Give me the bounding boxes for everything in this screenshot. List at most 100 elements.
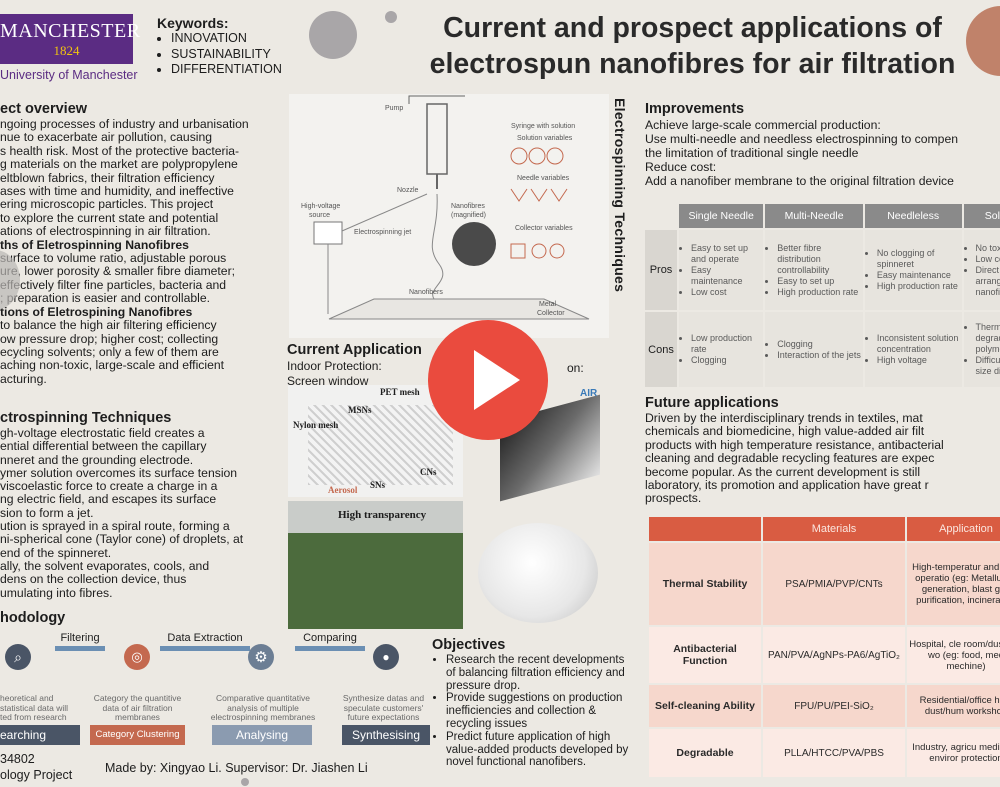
overview-line: ngoing processes of industry and urbanis… [0,118,249,131]
diagram-hv-label-2: source [309,212,330,219]
step-desc-line: ted from research [0,712,67,722]
cell-item: Inconsistent solution concentration [877,333,961,355]
technique-line: ally, the solvent evaporates, cools, and [0,559,210,573]
cell-item: Easy to set up [777,276,862,287]
step-desc-line: electrospinning membranes [210,712,316,722]
logo-subtitle: University of Manchester [0,68,138,82]
footer-id: 34802 [0,752,35,766]
future-line: laboratory, its promotion and applicatio… [645,479,929,493]
keyword-item: DIFFERENTIATION [171,62,302,78]
arrow-data-extraction: Data Extraction [160,632,250,651]
cell-item: Low cost [691,287,762,298]
cell-item: Direct wr arranged nanofiber [976,265,1000,298]
improvements-line: Achieve large-scale commercial productio… [645,118,881,132]
improvements-line: Add a nanofiber membrane to the original… [645,174,954,188]
cell-item: Low cost [976,254,1000,265]
step-label-searching: earching [0,725,80,745]
col-application: Application [907,517,1000,541]
label-nylon: Nylon mesh [293,420,339,430]
step-desc-line: statistical data will [0,702,69,713]
cell-item: Thermal degradat polymer [976,322,1000,355]
table-cell: No clogging of spinneret Easy maintenanc… [864,230,962,310]
technique-line: viscoelastic force to create a charge in… [0,480,218,494]
technique-line: ng electric field, and escapes its surfa… [0,493,217,507]
overview-line: eltblown fabrics, their filtration effic… [0,171,215,185]
technique-line: ution is sprayed in a spiral route, form… [0,520,230,534]
objective-line: pressure drop. [446,679,521,692]
step-desc-line: future expectations [347,712,420,722]
table-cell: Low production rate Clogging [679,312,764,387]
filter-mesh-image: PET mesh MSNs Nylon mesh CNs SNs Aerosol [288,385,463,497]
decor-dot-grey [385,11,397,23]
limits-line: to balance the high air filtering effici… [0,319,217,333]
cell-item: No clogging of spinneret [877,248,961,270]
decor-arc-left [0,250,20,310]
cell-item: Low production rate [691,333,762,355]
logo-wordmark: MANCHESTER [0,20,141,42]
table-cell: No toxic Low cost Direct wr arranged nan… [963,230,1000,310]
cell-item: High production rate [877,281,961,292]
arrow-label: Data Extraction [167,632,243,644]
objective-item: Research the recent developments of bala… [446,654,646,692]
step-desc-4: Synthesize datas and speculate customers… [335,693,432,723]
current-app-partial: on: [567,361,584,375]
feature-antibacterial: Antibacterial Function [649,627,761,683]
overview-line: ering microscopic particles. This projec… [0,198,214,212]
keyword-item: INNOVATION [171,31,302,47]
cell-item: No toxic [976,243,1000,254]
cell-item: Easy to set up and operate [691,243,762,265]
cell-item: Clogging [691,355,762,366]
diagram-hv-label-1: High-voltage [301,203,340,210]
decor-circle-grey [309,11,357,59]
feature-degradable: Degradable [649,729,761,777]
decor-dot-grey-bottom [241,778,249,786]
limits-line: ecycling solvents; only a few of them ar… [0,345,219,359]
cell-item: Easy maintenance [877,270,961,281]
cell-item: Easy maintenance [691,265,762,287]
technique-line: umulating into fibres. [0,586,113,600]
strengths-title: ths of Eletrospinning Nanofibres [0,238,189,252]
table-cell: Better fibre distribution controllabilit… [765,230,863,310]
arrow-label: Filtering [60,632,100,644]
technique-line: sion to form a jet. [0,506,94,520]
table-cell: Inconsistent solution concentration High… [864,312,962,387]
techniques-section: ctrospinning Techniques gh-voltage elect… [0,410,268,600]
row-cons: Cons [645,312,677,387]
table-corner [645,204,677,228]
arrow-label: Comparing [303,632,357,644]
application-cell: Industry, agricu medicine, enviror prote… [907,729,1000,777]
improvements-line: Reduce cost: [645,160,717,174]
comparison-table: Single Needle Multi-Needle Needleless So… [643,202,1000,389]
col-multi-needle: Multi-Needle [765,204,863,228]
step-label-analysing: Analysing [212,725,312,745]
footer-project: ology Project [0,768,73,782]
strengths-line: effectively filter fine particles, bacte… [0,278,227,292]
applications-table: Materials Application Thermal Stability … [647,515,1000,779]
step-desc-line: Comparative quantitative [215,693,311,703]
label-air: AIR [580,388,598,399]
future-line: Driven by the interdisciplinary trends i… [645,412,923,425]
objective-item: Provide suggestions on production ineffi… [446,692,646,730]
video-play-button[interactable] [428,320,548,440]
technique-line: end of the spinneret. [0,546,112,560]
objectives-section: Objectives Research the recent developme… [432,637,646,769]
future-line: prospects. [645,492,702,506]
arrow-filtering: Filtering [55,632,105,651]
future-line: cleaning and degradable recycling featur… [645,452,935,466]
step-desc-2: Category the quantitive data of air filt… [90,693,185,723]
strengths-line: surface to volume ratio, adjustable poro… [0,252,227,266]
col-feature [649,517,761,541]
technique-line: nneret and the grounding electrode. [0,453,194,467]
keyword-item: SUSTAINABILITY [171,47,302,63]
diagram-nozzle-label: Nozzle [397,187,419,194]
table-cell: Easy to set up and operate Easy maintena… [679,230,764,310]
objective-line: of balancing filtration efficiency and [446,666,625,679]
table-cell: Thermal degradat polymer Difficult t por… [963,312,1000,387]
limits-line: ow pressure drop; higher cost; collectin… [0,332,219,346]
label-high-transparency: High transparency [338,509,427,521]
table-cell: Clogging Interaction of the jets [765,312,863,387]
application-cell: Residential/office high dust/hum worksho… [907,685,1000,727]
methodology-title: hodology [0,610,66,626]
materials-cell: PAN/PVA/AgNPs-PA6/AgTiO₂ [763,627,905,683]
cell-item: Clogging [777,339,862,350]
